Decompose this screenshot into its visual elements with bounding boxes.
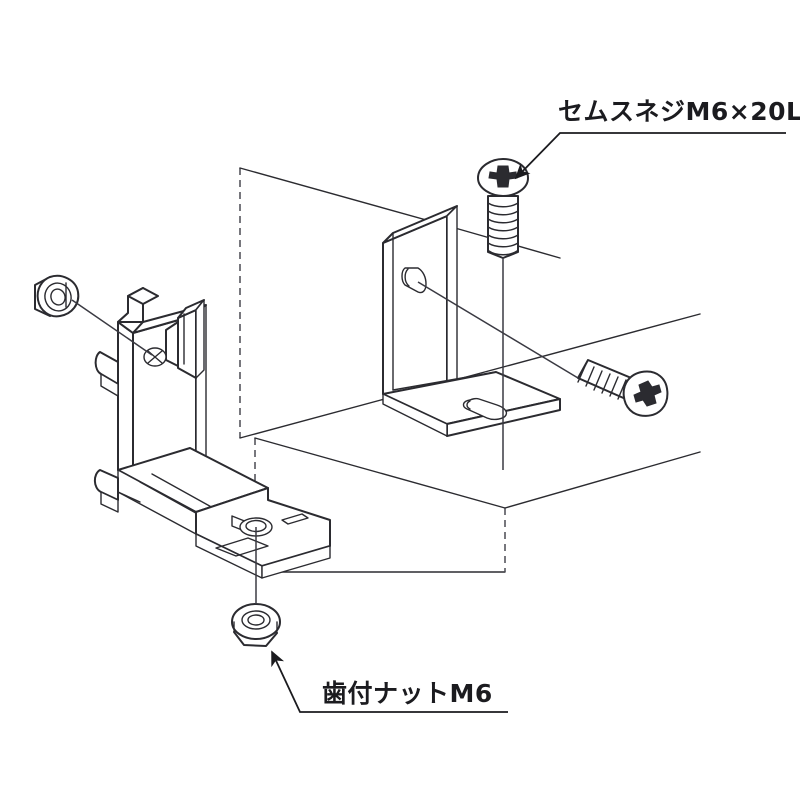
screw-horizontal-axis	[417, 281, 579, 379]
callout-screw-label: セムスネジM6×20L	[558, 97, 800, 126]
pan-head-screw-vertical	[477, 158, 529, 259]
vertical-slot-hole	[401, 267, 427, 294]
callout-screw: セムスネジM6×20L	[514, 97, 800, 180]
toothed-nut-upper	[34, 274, 80, 318]
nut-upper-axis	[71, 299, 153, 356]
formed-bracket-side-hole	[143, 347, 167, 367]
formed-bracket	[93, 287, 331, 579]
callout-nut-label: 歯付ナットM6	[322, 679, 493, 708]
callout-nut: 歯付ナットM6	[271, 650, 508, 713]
toothed-nut-lower	[231, 603, 281, 647]
callout-screw-leader	[514, 132, 786, 180]
horizontal-slot-hole	[462, 397, 508, 421]
callout-nut-leader	[271, 650, 508, 713]
pan-head-screw-horizontal	[577, 359, 669, 417]
